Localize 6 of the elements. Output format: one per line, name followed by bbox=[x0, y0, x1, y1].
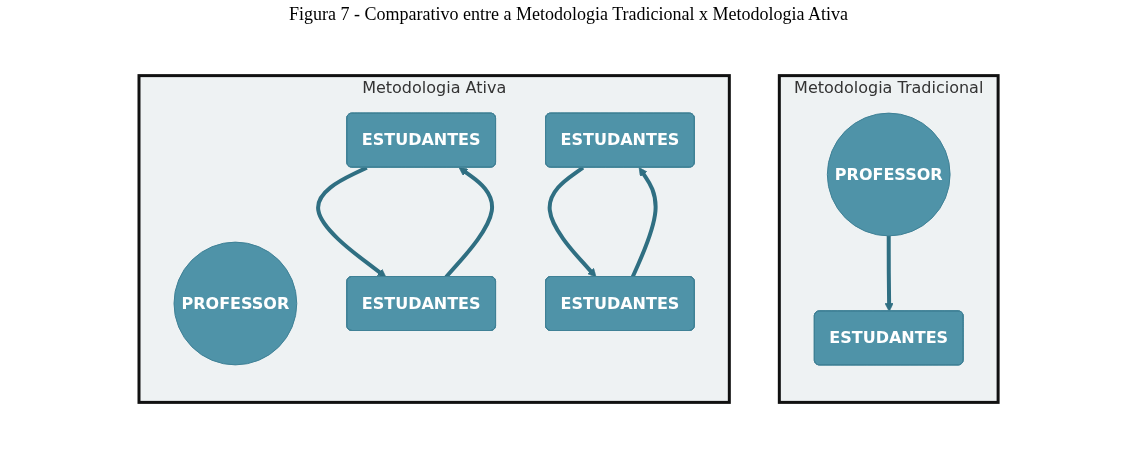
node-circle: PROFESSOR bbox=[173, 241, 298, 366]
arrow bbox=[547, 166, 597, 278]
arrow bbox=[630, 167, 658, 278]
arrow bbox=[884, 235, 894, 312]
node-circle: PROFESSOR bbox=[826, 112, 951, 237]
figure-title: Figura 7 - Comparativo entre a Metodologia Tradicional x Metodologia Ativa bbox=[288, 4, 849, 25]
